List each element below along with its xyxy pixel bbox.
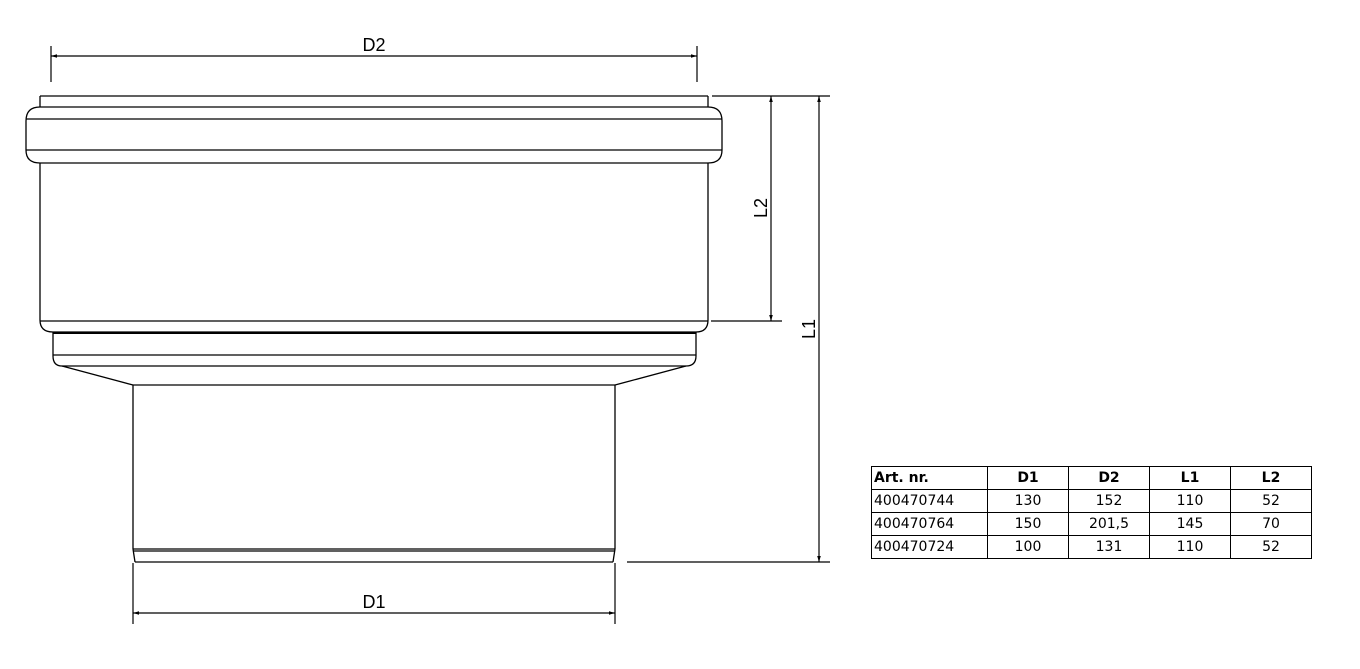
cell-d2: 131	[1068, 535, 1150, 559]
cell-l1: 145	[1149, 512, 1231, 536]
cell-art-nr: 400470744	[871, 489, 988, 513]
table-row: 400470764 150 201,5 145 70	[871, 512, 1312, 536]
l1-label: L1	[799, 319, 819, 339]
cell-d1: 100	[987, 535, 1069, 559]
table-header-row: Art. nr. D1 D2 L1 L2	[871, 466, 1312, 490]
d1-dimension	[132, 563, 616, 624]
cell-d1: 150	[987, 512, 1069, 536]
cell-l2: 52	[1230, 489, 1312, 513]
l2-label: L2	[751, 198, 771, 218]
table-row: 400470724 100 131 110 52	[871, 535, 1312, 559]
cell-l1: 110	[1149, 535, 1231, 559]
d2-label: D2	[362, 35, 385, 55]
header-l1: L1	[1149, 466, 1231, 490]
cell-l2: 70	[1230, 512, 1312, 536]
d2-dimension	[50, 46, 698, 82]
header-d2: D2	[1068, 466, 1150, 490]
d1-label: D1	[362, 592, 385, 612]
cell-l1: 110	[1149, 489, 1231, 513]
cell-d1: 130	[987, 489, 1069, 513]
header-art-nr: Art. nr.	[871, 466, 988, 490]
header-l2: L2	[1230, 466, 1312, 490]
cell-d2: 201,5	[1068, 512, 1150, 536]
dimension-table: Art. nr. D1 D2 L1 L2 400470744 130 152 1…	[871, 466, 1312, 559]
header-d1: D1	[987, 466, 1069, 490]
length-dimensions	[627, 95, 830, 563]
cell-art-nr: 400470764	[871, 512, 988, 536]
cell-l2: 52	[1230, 535, 1312, 559]
table-row: 400470744 130 152 110 52	[871, 489, 1312, 513]
pipe-outline	[25, 95, 723, 563]
cell-art-nr: 400470724	[871, 535, 988, 559]
cell-d2: 152	[1068, 489, 1150, 513]
